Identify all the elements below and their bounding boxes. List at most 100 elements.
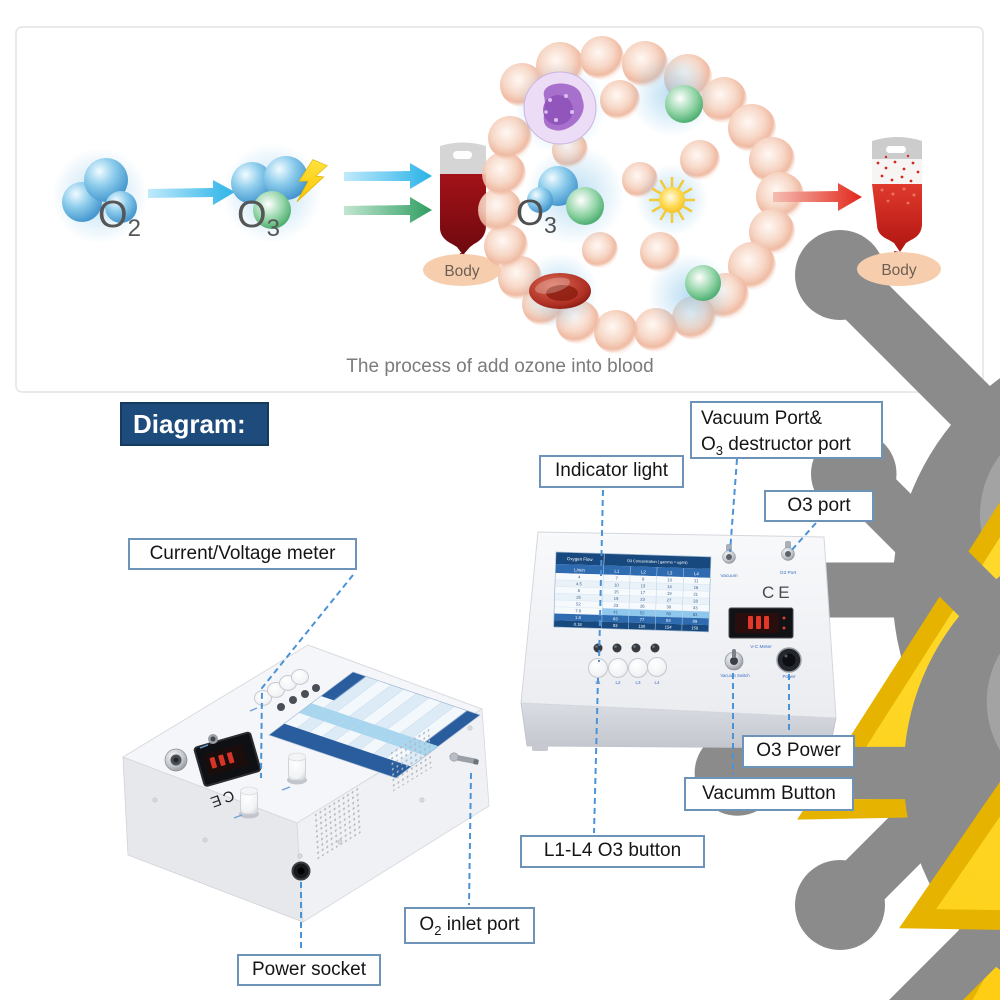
svg-text:52: 52	[640, 610, 645, 615]
o2-label: O2	[98, 194, 141, 242]
svg-text:15: 15	[614, 589, 619, 594]
illustration-caption: The process of add ozone into blood	[346, 356, 654, 377]
virus-ozone-group-2	[648, 253, 1000, 1000]
device-perspective-view: CE	[121, 644, 490, 923]
red-blood-cell	[522, 253, 598, 329]
svg-text:63: 63	[613, 616, 618, 621]
vacuum-switch	[724, 649, 744, 671]
o3-label-blood: O3	[516, 192, 557, 238]
svg-text:Oxygen Flow: Oxygen Flow	[567, 556, 594, 562]
concentration-table: Oxygen Flow O3 Concentration ( gamma = u…	[553, 551, 712, 633]
svg-text:4.5: 4.5	[576, 581, 583, 586]
svg-text:19: 19	[614, 596, 619, 601]
callout-vacuum-port: Vacuum Port& O3 destructor port	[690, 401, 883, 459]
screw-holes	[152, 725, 473, 859]
vent-grid-2	[314, 785, 363, 860]
power-connector	[776, 647, 802, 673]
svg-text:Body: Body	[444, 263, 480, 280]
svg-text:25: 25	[576, 595, 581, 600]
vc-meter-display	[728, 607, 794, 639]
ozone-sphere	[685, 265, 721, 301]
svg-text:77: 77	[640, 617, 645, 622]
svg-text:11: 11	[694, 578, 699, 583]
svg-text:41: 41	[613, 609, 618, 614]
svg-text:13: 13	[641, 583, 646, 588]
svg-text:23: 23	[640, 597, 645, 602]
callout-indicator-light: Indicator light	[539, 455, 684, 488]
o3-level-buttons	[588, 657, 667, 678]
o3-port-connector	[781, 541, 795, 561]
svg-text:8: 8	[578, 588, 581, 593]
small-port	[208, 734, 218, 744]
callout-vacuum-port-line1: Vacuum Port&	[701, 408, 823, 429]
svg-text:21: 21	[693, 592, 698, 597]
blood-bag-2	[872, 137, 922, 262]
svg-text:19: 19	[667, 591, 672, 596]
svg-text:52: 52	[576, 601, 581, 606]
o2-inlet-rod	[449, 752, 479, 765]
callout-power-socket: Power socket	[237, 954, 381, 986]
callout-o3-power: O3 Power	[742, 735, 855, 768]
svg-text:26: 26	[640, 603, 645, 608]
callout-o2-inlet-port: O2 inlet port	[404, 907, 535, 944]
callout-current-voltage-meter: Current/Voltage meter	[128, 538, 357, 570]
callout-vacuum-port-line2: O3 destructor port	[701, 434, 851, 458]
line-l1-l4-button	[593, 677, 599, 834]
svg-text:L2: L2	[641, 569, 647, 574]
svg-text:84: 84	[666, 618, 671, 623]
o3-label: O3	[237, 194, 280, 242]
blood-bag-1	[440, 142, 486, 264]
svg-text:154: 154	[665, 625, 673, 630]
sun-burst	[636, 164, 708, 236]
svg-text:17: 17	[640, 590, 645, 595]
svg-text:7.8: 7.8	[575, 608, 582, 613]
svg-text:89: 89	[692, 619, 697, 624]
tiny-print-marks	[199, 707, 291, 819]
line-current-voltage-meter	[260, 574, 354, 779]
svg-text:7: 7	[615, 576, 618, 581]
svg-text:58: 58	[666, 611, 671, 616]
virus-ozone-group-1	[630, 53, 1000, 1000]
svg-text:L1: L1	[614, 569, 620, 574]
line-vacuum-port	[729, 458, 738, 553]
current-voltage-meter-display	[193, 731, 262, 787]
control-knob-2	[239, 786, 259, 819]
svg-text:10: 10	[614, 582, 619, 587]
svg-text:O3 Port: O3 Port	[780, 570, 797, 576]
callout-o3-port: O3 port	[764, 490, 874, 522]
svg-text:63: 63	[693, 612, 698, 617]
svg-text:4: 4	[578, 575, 581, 580]
svg-text:L3: L3	[635, 680, 641, 685]
white-blood-cell	[514, 62, 606, 154]
o3-in-blood: O3	[516, 145, 1000, 1000]
ce-mark: CE	[762, 583, 794, 602]
svg-text:1.8: 1.8	[575, 615, 582, 620]
svg-text:28: 28	[693, 598, 698, 603]
o3-level-buttons-tilted	[254, 669, 320, 711]
svg-text:L3: L3	[667, 570, 673, 575]
svg-text:O3 Concentration ( gamma = ug/: O3 Concentration ( gamma = ug/ml)	[627, 559, 689, 565]
svg-text:130: 130	[638, 624, 646, 629]
svg-text:Vacuum: Vacuum	[720, 573, 737, 579]
line-o2-inlet	[468, 772, 472, 906]
o3-molecule: O3	[222, 143, 329, 243]
svg-text:14: 14	[667, 584, 672, 589]
svg-text:27: 27	[667, 598, 672, 603]
svg-text:L2: L2	[615, 680, 621, 685]
body-label-1: Body	[423, 254, 501, 286]
svg-text:0.18: 0.18	[574, 622, 583, 627]
svg-text:L4: L4	[694, 571, 700, 576]
callout-vacumm-button: Vacumm Button	[684, 777, 854, 811]
arrow-o2-to-o3	[148, 180, 235, 205]
callout-l1-l4-o3-button: L1-L4 O3 button	[520, 835, 705, 868]
svg-text:93: 93	[613, 623, 618, 628]
svg-text:8: 8	[642, 577, 645, 582]
svg-text:Vacuum Switch: Vacuum Switch	[720, 673, 750, 678]
svg-text:L4: L4	[654, 680, 660, 685]
svg-text:16: 16	[694, 585, 699, 590]
callout-connector-lines	[260, 458, 817, 952]
o2-molecule: O2	[52, 148, 148, 244]
power-socket-hole	[291, 861, 311, 881]
svg-text:30: 30	[666, 604, 671, 609]
